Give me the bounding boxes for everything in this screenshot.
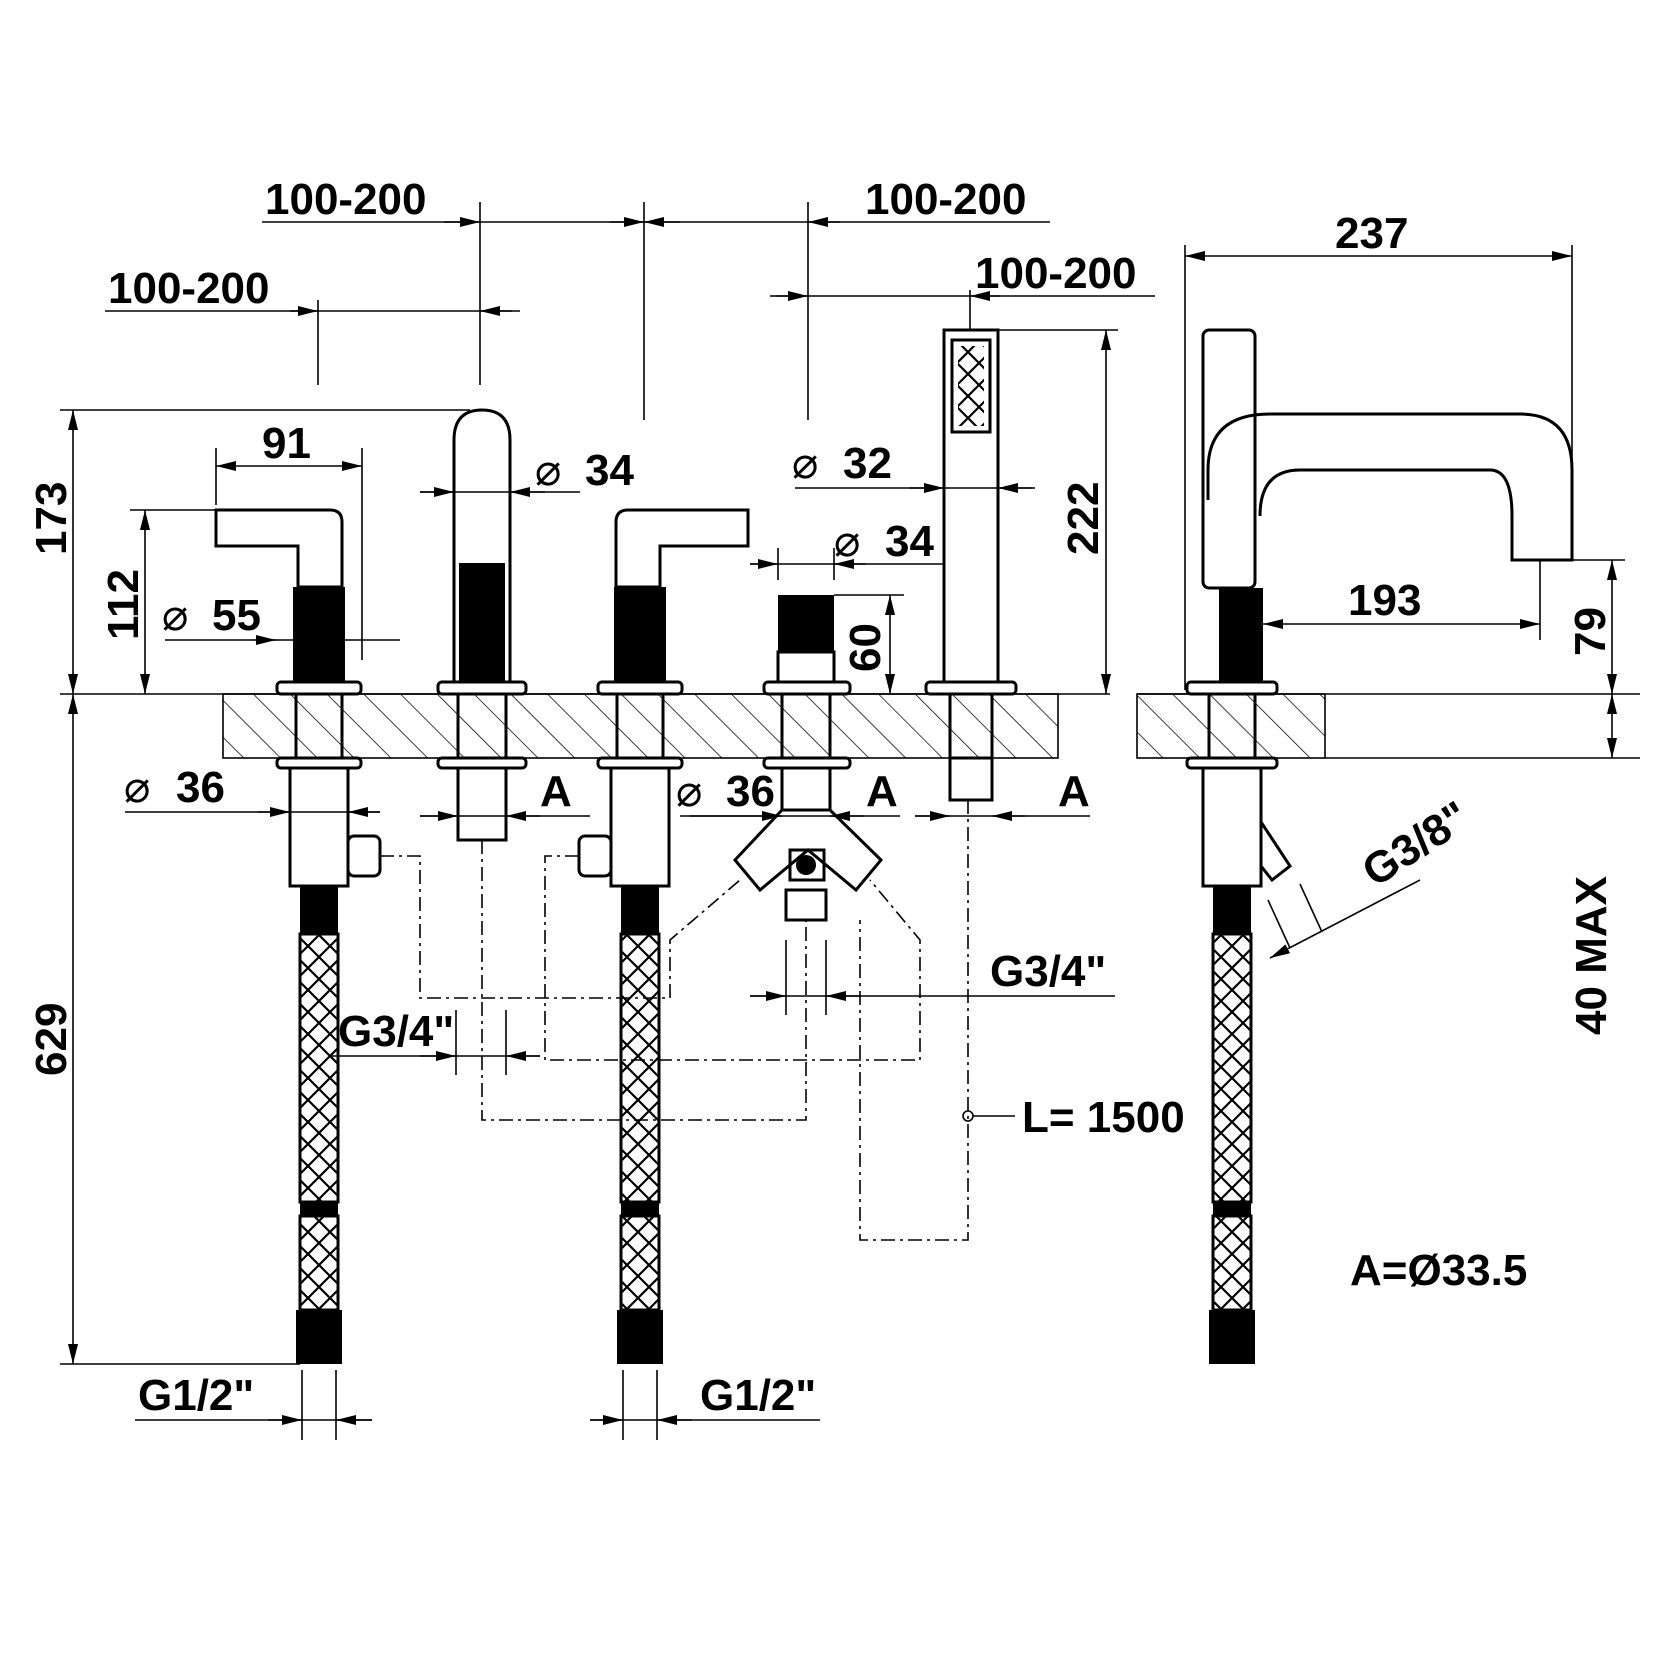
label-base-diameter: 55	[212, 591, 261, 640]
label-total-height: 173	[27, 482, 76, 555]
label-underside-length: 629	[27, 1003, 76, 1076]
diverter	[732, 595, 884, 922]
label-valve-diameter-left: 36	[176, 763, 225, 812]
label-spout-diameter: 34	[585, 446, 634, 495]
label-thread-g12-mid: G1/2"	[700, 1371, 816, 1420]
label-overall-depth: 237	[1335, 209, 1408, 258]
label-hole-a2: A	[866, 767, 898, 816]
diameter-symbol-base: ⌀	[162, 590, 189, 641]
label-handle-height: 112	[99, 569, 148, 640]
note-hole-diameter: A=Ø33.5	[1350, 1246, 1527, 1295]
right-handle-valve	[577, 508, 750, 1364]
diameter-symbol-diverter: ⌀	[834, 516, 861, 567]
label-diverter-height: 60	[841, 623, 890, 672]
label-spacing-right: 100-200	[975, 249, 1136, 298]
label-hose-length: L= 1500	[1022, 1093, 1185, 1142]
connection-paths	[380, 800, 969, 1241]
label-deck-thickness: 40 MAX	[1567, 876, 1616, 1035]
label-thread-g34-left: G3/4"	[338, 1007, 454, 1056]
label-diverter-diameter: 34	[885, 517, 934, 566]
hand-shower-front	[924, 328, 1018, 802]
label-shower-height: 222	[1059, 482, 1108, 555]
dimension-lines	[60, 202, 1625, 1440]
side-view-assembly	[1185, 328, 1574, 1364]
label-spacing-top-left: 100-200	[265, 175, 426, 224]
label-valve-diameter-mid: 36	[726, 767, 775, 816]
label-hole-a3: A	[1058, 767, 1090, 816]
label-thread-g34-right: G3/4"	[990, 947, 1106, 996]
label-thread-g12-left: G1/2"	[138, 1371, 254, 1420]
label-thread-g38: G3/8"	[1354, 792, 1478, 896]
diameter-symbol-valve-left: ⌀	[124, 762, 151, 813]
label-spacing-top-mid: 100-200	[865, 175, 1026, 224]
diameter-symbol-spout: ⌀	[535, 445, 562, 496]
label-hole-a1: A	[540, 767, 572, 816]
dimension-labels: 100-200 100-200 100-200 100-200 237 91 ⌀…	[27, 175, 1616, 1420]
diameter-symbol-shower: ⌀	[792, 438, 819, 489]
left-handle-valve	[214, 508, 382, 1364]
label-spout-clearance: 79	[1566, 607, 1615, 656]
diameter-symbol-valve-mid: ⌀	[676, 766, 703, 817]
spout-front	[436, 408, 528, 842]
deck-section-front	[60, 693, 1110, 759]
label-spacing-mid-left: 100-200	[108, 264, 269, 313]
label-shower-handle-diameter: 32	[843, 439, 892, 488]
deck-section-side	[1136, 693, 1640, 759]
label-handle-width: 91	[262, 419, 311, 468]
label-spout-reach: 193	[1348, 576, 1421, 625]
